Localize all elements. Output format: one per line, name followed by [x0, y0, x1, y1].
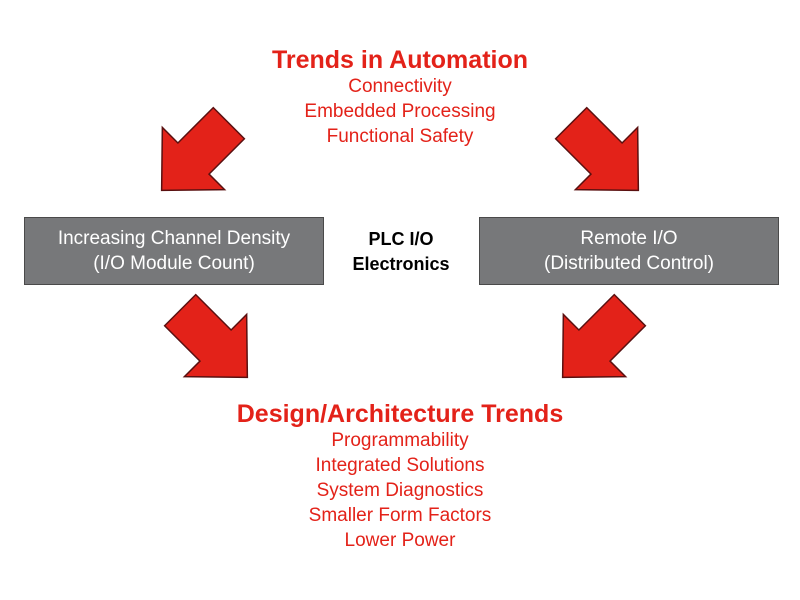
design-trend-item: Lower Power	[344, 530, 456, 551]
design-trends-block: Design/Architecture Trends Programmabili…	[0, 400, 800, 553]
arrow-top-right-icon	[554, 106, 640, 192]
remote-io-box: Remote I/O (Distributed Control)	[479, 217, 779, 285]
trend-item: Connectivity	[348, 76, 452, 97]
plc-io-label: PLC I/O Electronics	[330, 227, 472, 277]
automation-trends-block: Trends in Automation Connectivity Embedd…	[0, 46, 800, 149]
design-trend-item: Programmability	[331, 430, 469, 451]
trend-item: Embedded Processing	[304, 101, 496, 122]
arrow-bottom-right-icon	[561, 293, 647, 379]
design-trend-item: Smaller Form Factors	[308, 505, 492, 526]
trend-item: Functional Safety	[326, 126, 474, 147]
channel-density-box: Increasing Channel Density (I/O Module C…	[24, 217, 324, 285]
remote-io-line2: (Distributed Control)	[544, 253, 714, 274]
channel-density-line2: (I/O Module Count)	[93, 253, 255, 274]
plc-io-line2: Electronics	[352, 254, 450, 274]
arrow-top-left-icon	[160, 106, 246, 192]
plc-io-line1: PLC I/O	[368, 229, 434, 249]
remote-io-line1: Remote I/O	[580, 228, 678, 249]
arrow-bottom-left-icon	[163, 293, 249, 379]
channel-density-line1: Increasing Channel Density	[57, 228, 291, 249]
design-trend-item: Integrated Solutions	[315, 455, 485, 476]
design-trend-item: System Diagnostics	[316, 480, 484, 501]
design-trends-title: Design/Architecture Trends	[236, 400, 564, 428]
automation-trends-title: Trends in Automation	[271, 46, 529, 74]
